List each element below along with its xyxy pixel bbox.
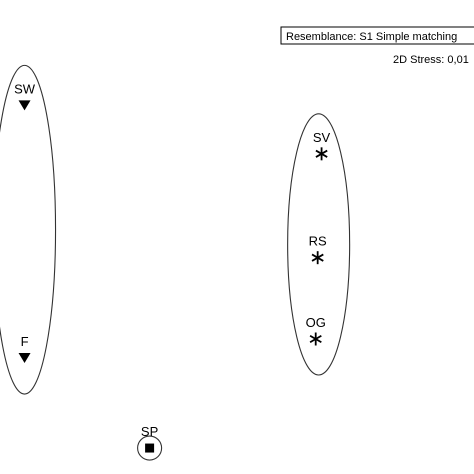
point-sv-marker: [315, 147, 328, 161]
point-rs-marker: [311, 251, 324, 265]
cluster-ellipses: [0, 64, 351, 461]
point-sw-marker: [18, 100, 31, 111]
point-f-label: F: [21, 334, 29, 349]
point-sp-marker: [145, 443, 155, 453]
point-og-marker: [309, 332, 322, 346]
point-rs-label: RS: [309, 234, 327, 249]
point-og-label: OG: [306, 315, 326, 330]
point-f-marker: [18, 353, 31, 364]
cluster-ellipse-1: [0, 64, 57, 395]
resemblance-label: Resemblance: S1 Simple matching: [286, 31, 457, 43]
cluster-ellipse-2: [287, 113, 351, 376]
stress-label: 2D Stress: 0,01: [393, 54, 469, 66]
resemblance-box: [280, 26, 474, 45]
cluster-ellipse-3: [137, 435, 163, 461]
point-sv-label: SV: [313, 130, 331, 145]
point-sw-label: SW: [14, 81, 36, 96]
data-points: SW F SV RS OG SP: [14, 81, 331, 453]
point-sp-label: SP: [141, 424, 158, 439]
